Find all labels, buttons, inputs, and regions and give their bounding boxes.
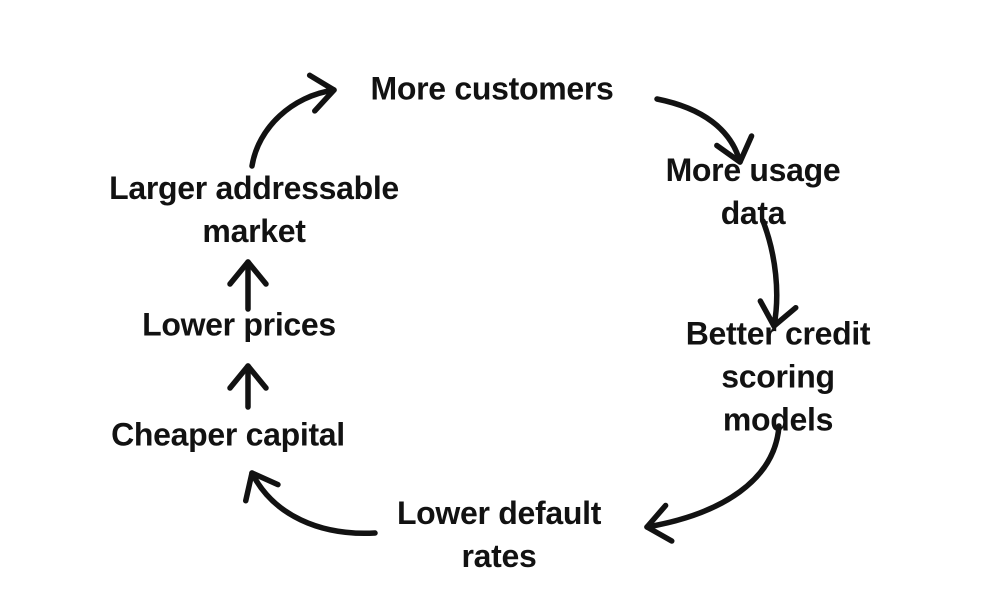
node-lower-prices: Lower prices [142,306,336,343]
node-more-customers: More customers [370,70,614,107]
arrow-lower-default-rates-to-cheaper-capital [243,470,378,537]
node-lower-default-rates: Lower default rates [396,495,602,574]
node-larger-addressable-market: Larger addressable market [109,170,399,249]
node-more-usage-data: More usage data [665,152,841,231]
arrow-larger-addressable-market-to-more-customers [249,72,337,169]
arrow-more-usage-data-to-better-credit-scoring-models [757,218,799,329]
node-better-credit-scoring-models: Better credit scoring models [685,315,871,438]
node-cheaper-capital: Cheaper capital [111,416,345,453]
